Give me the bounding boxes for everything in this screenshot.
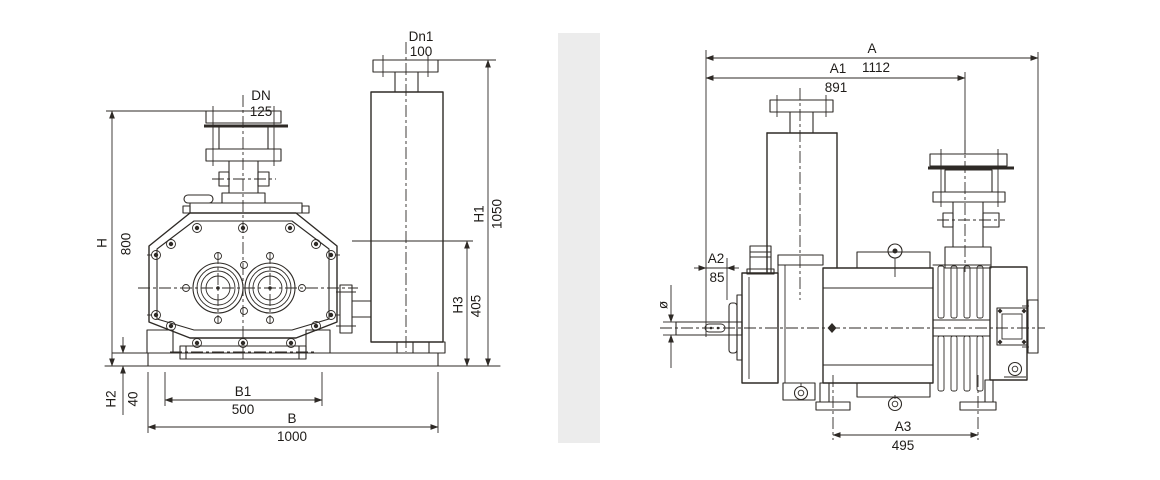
inlet-flange-stack: DN 125 [204,88,288,204]
dimension-A2: A2 85 [694,50,739,337]
inlet-size-name: DN [251,88,271,103]
dim-H1-name: H1 [472,205,487,222]
end-housing [959,266,1039,411]
silencer-tank: Dn1 100 [370,29,444,352]
bearing-cover [728,294,743,361]
drive-shaft [675,321,743,336]
blower-casing [147,194,372,348]
cooling-fins [932,264,991,392]
dimension-A3: A3 495 [832,375,979,453]
dim-H-name: H [95,238,110,248]
dim-B-name: B [287,411,296,426]
dimension-H1: H1 1050 [438,59,505,367]
dim-A-name: A [867,41,876,56]
dim-H1-value: 1050 [490,199,505,229]
dimension-B1: B1 500 [164,372,323,417]
dimension-A1: A1 891 [705,61,966,154]
dimension-H3: H3 405 [352,240,484,367]
dim-A2-name: A2 [708,251,725,266]
dim-B1-name: B1 [235,384,252,399]
dimension-H: H 800 [95,110,206,367]
outlet-size-value: 100 [410,44,433,59]
dim-A1-value: 891 [825,80,848,95]
dim-shaft-diameter-symbol: ø [656,301,671,309]
front-view: DN 125 Dn1 100 H 800 H2 40 [95,29,505,444]
dimension-shaft-diameter: ø [656,285,678,368]
dim-H3-name: H3 [451,296,466,313]
dim-H3-value: 405 [469,295,484,318]
outlet-size-name: Dn1 [409,29,434,44]
side-view: ø A2 85 [656,41,1045,453]
dim-A3-value: 495 [892,438,915,453]
silencer-tank-side [766,88,838,300]
dim-B1-value: 500 [232,402,255,417]
inlet-size-value: 125 [250,104,273,119]
dim-H2-value: 40 [126,391,141,406]
dim-H-value: 800 [119,233,134,256]
dim-A-value: 1112 [862,60,890,75]
mid-housing [777,254,824,384]
dim-B-value: 1000 [277,429,307,444]
rotor-bores [138,95,358,362]
dim-A2-value: 85 [709,270,724,285]
dim-A1-name: A1 [830,61,847,76]
dim-H2-name: H2 [104,390,119,407]
inlet-flange-stack-side [928,140,1014,272]
dimension-H2: H2 40 [104,337,148,415]
dim-A3-name: A3 [895,419,912,434]
dimension-B: B 1000 [147,372,439,444]
pump-body [815,243,934,412]
casing-bolts [147,223,340,348]
dimension-A: A 1112 [705,41,1039,300]
view-separator-bar [558,33,600,443]
